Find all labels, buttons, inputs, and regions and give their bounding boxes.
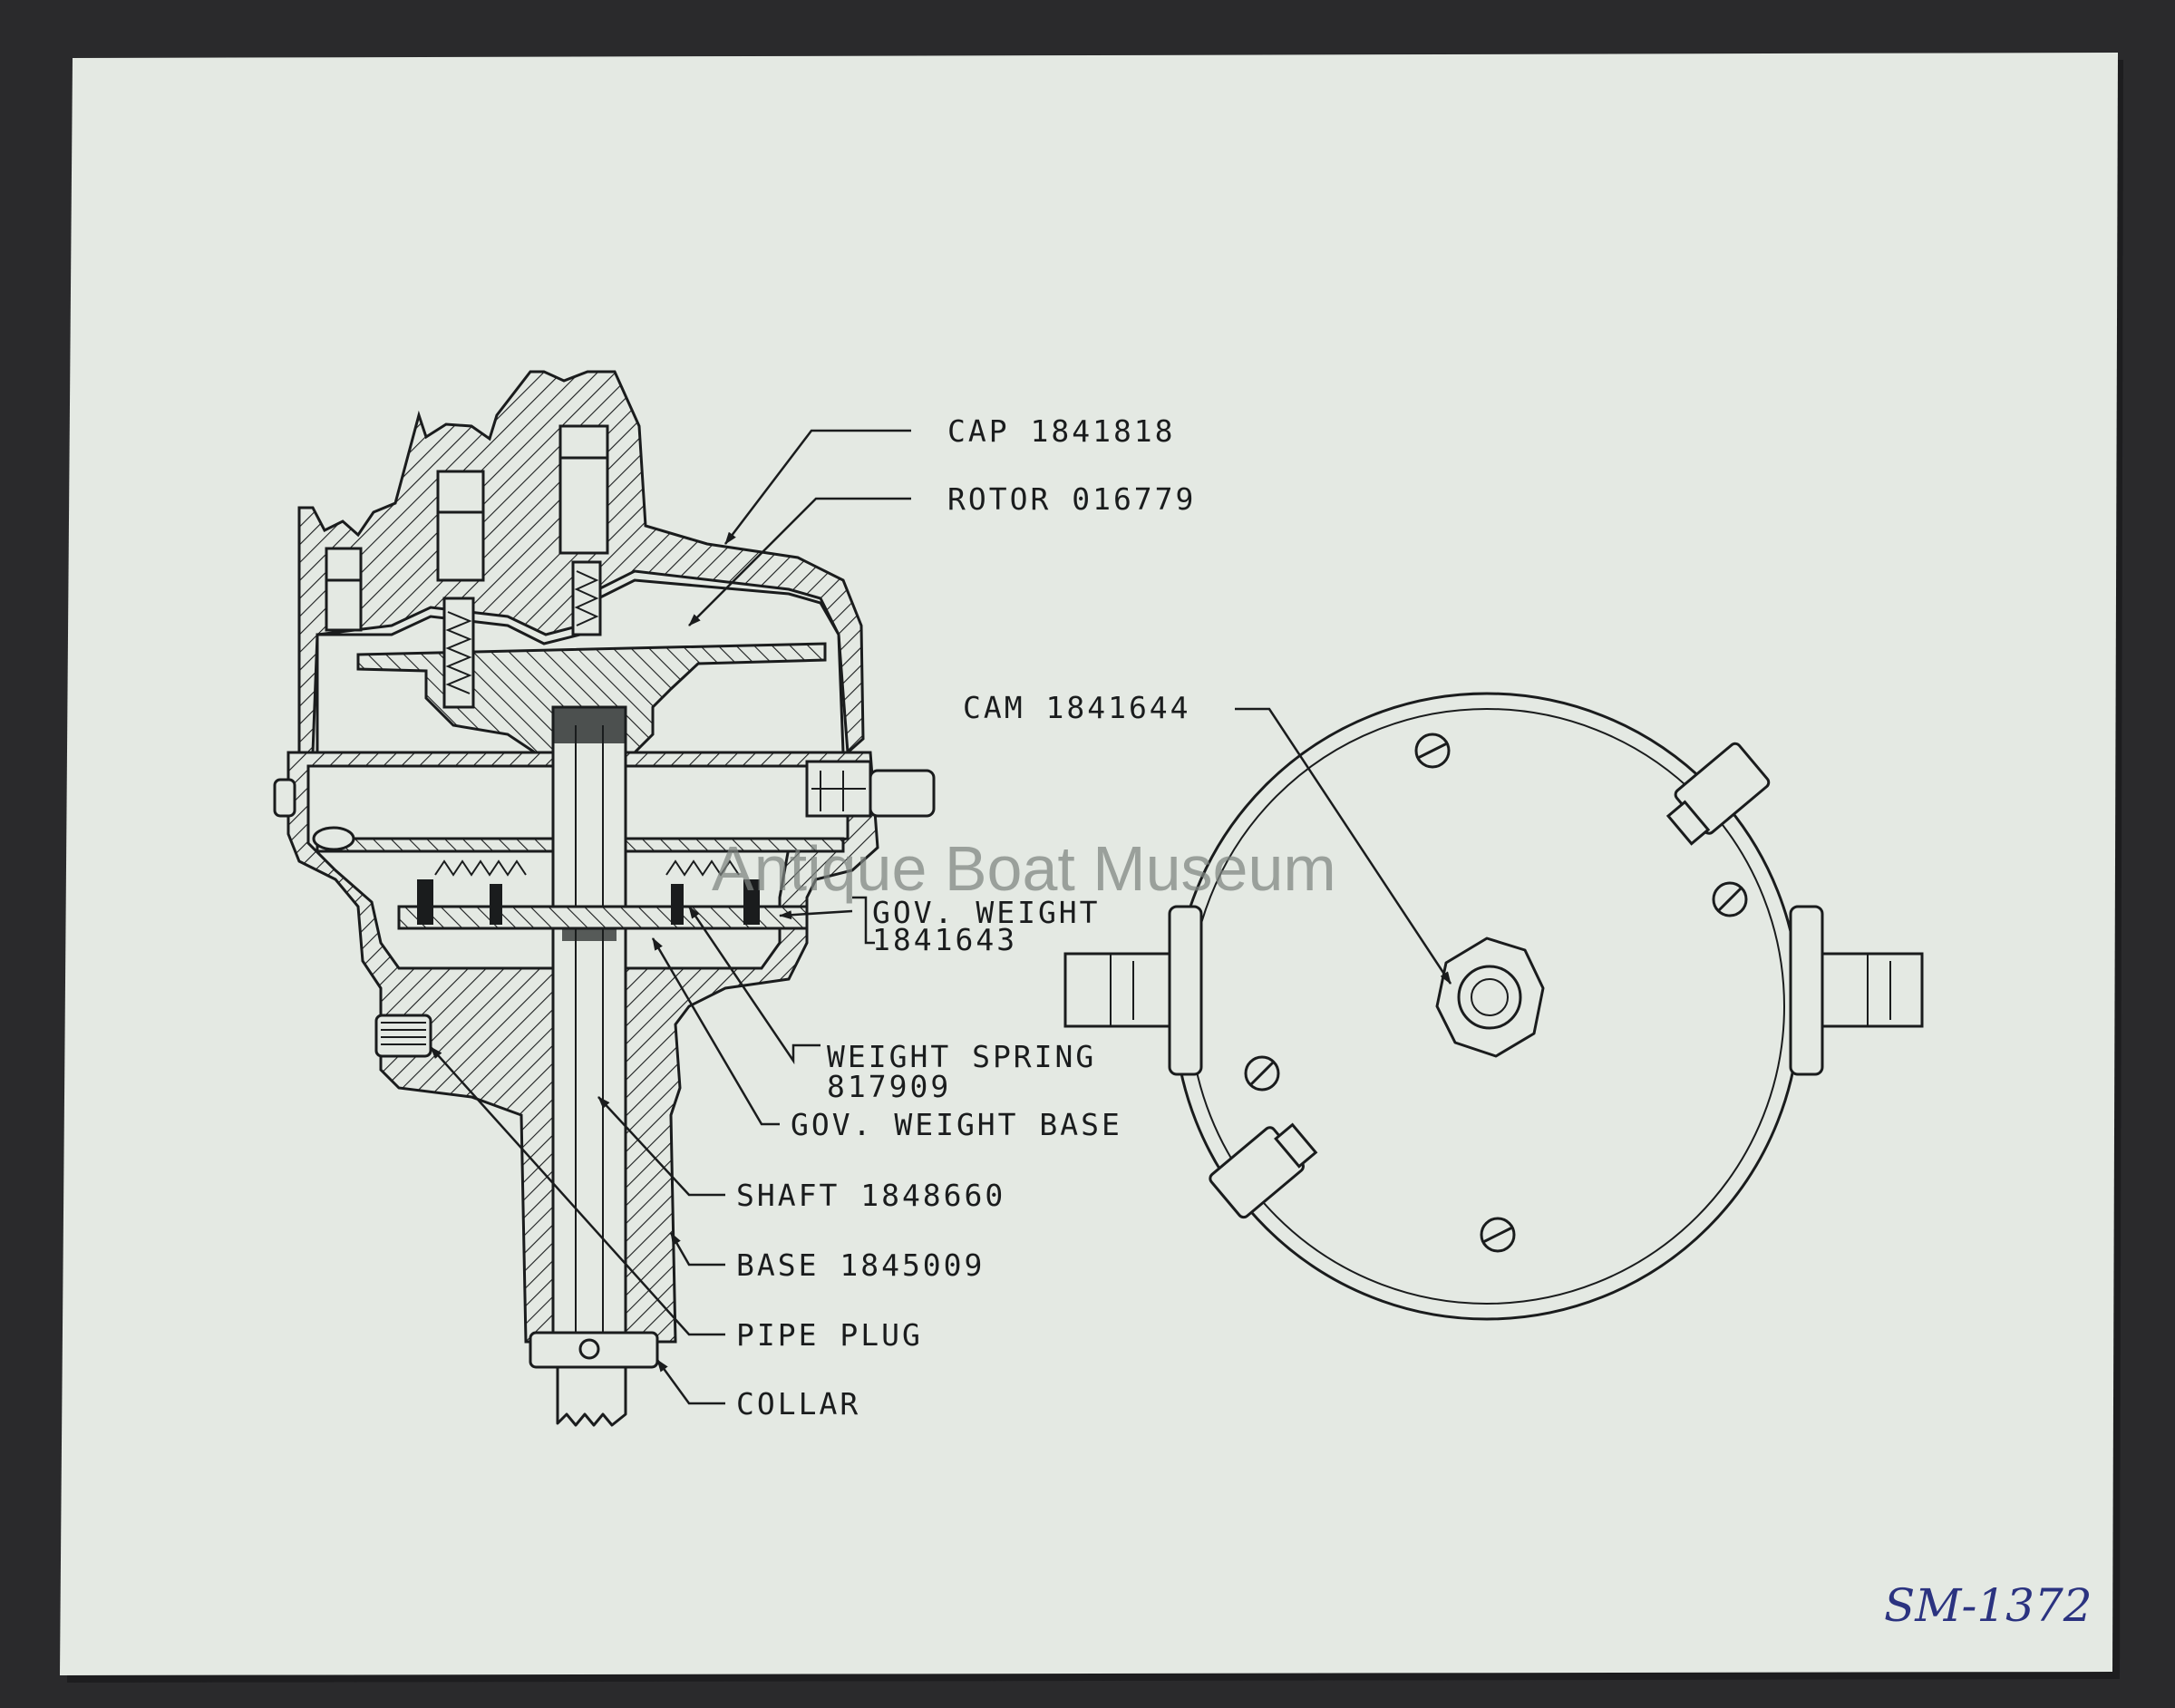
shaft xyxy=(551,705,627,1344)
label-gov-weight-line1: GOV. WEIGHT xyxy=(872,895,1101,930)
distributor-top-view xyxy=(1063,692,1924,1321)
catalog-number: SM-1372 xyxy=(1884,1579,2092,1632)
weight-spring-right xyxy=(665,859,740,877)
weight-spring-left xyxy=(434,859,527,877)
label-cam: CAM 1841644 xyxy=(963,690,1191,725)
label-gov-weight-line2: 1841643 xyxy=(872,922,1017,957)
gov-weight xyxy=(397,905,809,930)
label-pipe-plug: PIPE PLUG xyxy=(736,1317,923,1353)
label-weight-spring-line1: WEIGHT SPRING xyxy=(827,1039,1096,1074)
distributor-section-view xyxy=(273,370,936,1427)
pipe-plug xyxy=(374,1014,432,1058)
screw-heads xyxy=(1244,733,1748,1253)
label-weight-spring-line2: 817909 xyxy=(827,1069,951,1104)
label-base: BASE 1845009 xyxy=(736,1247,985,1283)
label-rotor: ROTOR 016779 xyxy=(947,481,1196,517)
label-shaft: SHAFT 1848660 xyxy=(736,1178,1005,1213)
label-gov-weight-base: GOV. WEIGHT BASE xyxy=(791,1107,1122,1142)
label-cap: CAP 1841818 xyxy=(947,413,1176,449)
watermark: Antique Boat Museum xyxy=(712,833,1336,904)
label-collar: COLLAR xyxy=(736,1386,860,1422)
callout-labels: CAP 1841818 ROTOR 016779 CAM 1841644 GOV… xyxy=(430,413,1452,1422)
